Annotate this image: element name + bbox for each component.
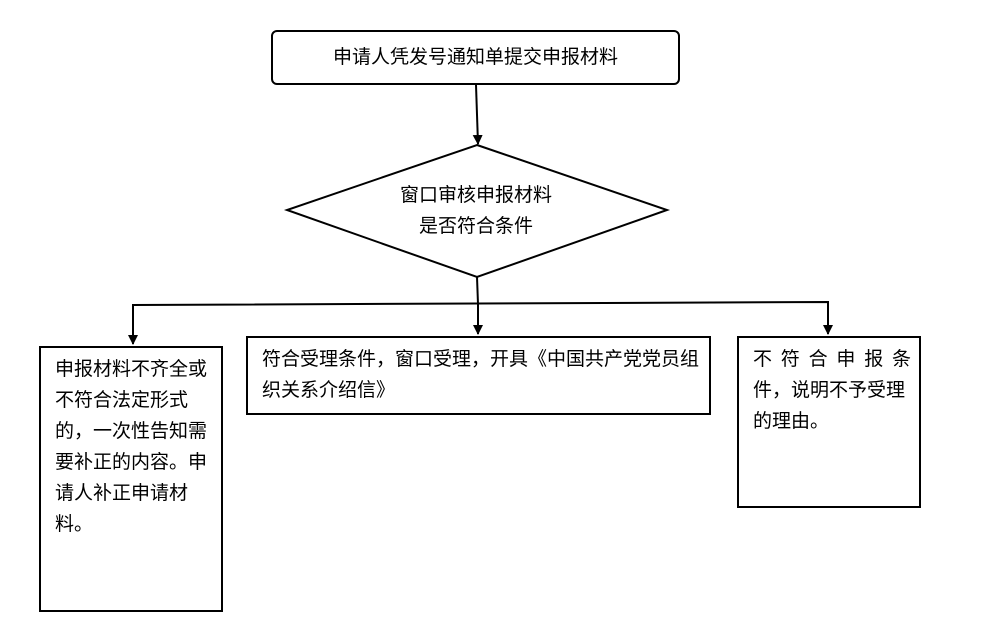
outcome-accepted-text: 符合受理条件，窗口受理，开具《中国共产党党员组织关系介绍信》 — [262, 348, 700, 401]
outcome-incomplete-text: 申报材料不齐全或不符合法定形式的，一次性告知需要补正的内容。申请人补正申请材料。 — [55, 358, 208, 535]
outcome-accepted-box: 符合受理条件，窗口受理，开具《中国共产党党员组织关系介绍信》 — [246, 336, 711, 415]
outcome-incomplete-box: 申报材料不齐全或不符合法定形式的，一次性告知需要补正的内容。申请人补正申请材料。 — [39, 346, 223, 612]
decision-label: 窗口审核申报材料 是否符合条件 — [376, 180, 576, 242]
start-step-box: 申请人凭发号通知单提交申报材料 — [271, 30, 680, 85]
outcome-rejected-text: 件，说明不予受理的理由。 — [753, 379, 906, 432]
outcome-rejected-line-1: 不符合申报条 — [753, 348, 911, 370]
decision-line-2: 是否符合条件 — [418, 215, 533, 237]
outcome-rejected-box: 不符合申报条 件，说明不予受理的理由。 — [737, 336, 921, 508]
arrow-start-to-decision — [472, 84, 483, 145]
decision-line-1: 窗口审核申报材料 — [399, 184, 552, 206]
branch-horizontal-line — [132, 300, 829, 334]
start-step-text: 申请人凭发号通知单提交申报材料 — [332, 46, 618, 68]
connector-decision-down — [476, 276, 479, 305]
